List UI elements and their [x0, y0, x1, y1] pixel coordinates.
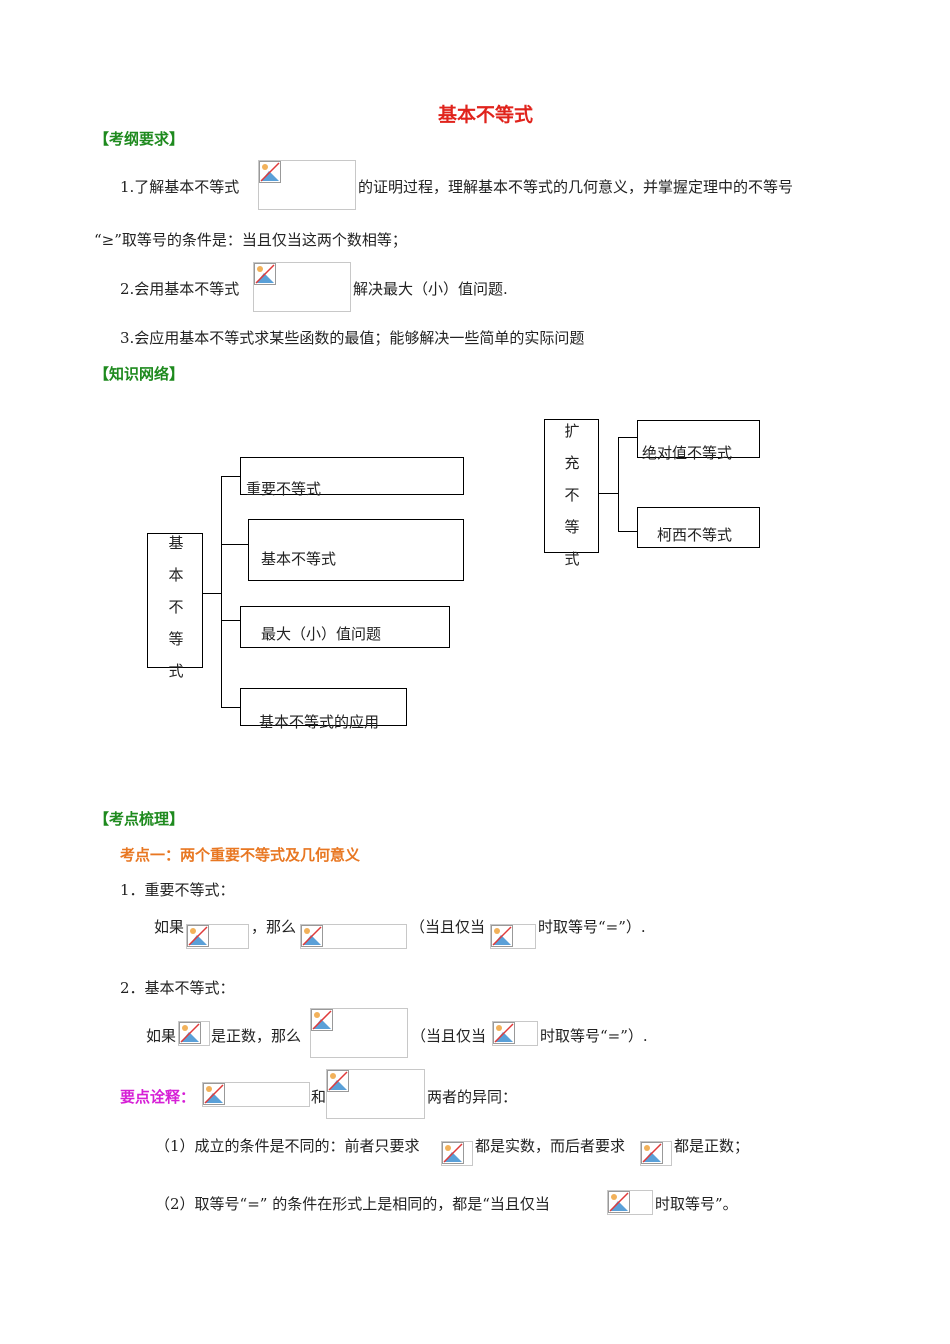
kp1-l1-a: 如果: [154, 918, 185, 936]
notes-and: 和: [311, 1088, 327, 1106]
connector: [221, 707, 240, 708]
formula-image-icon: [492, 1021, 538, 1046]
notes-n2-a: （2）取等号“=” 的条件在形式上是相同的，都是“当且仅当: [155, 1195, 550, 1213]
extension-char: 式: [564, 550, 580, 568]
section-network: 【知识网络】: [94, 365, 185, 383]
req-item2-b: 解决最大（小）值问题.: [353, 280, 508, 298]
req-item2-a: 2.会用基本不等式: [120, 280, 240, 298]
extension-branch-box: [637, 420, 760, 458]
kp1-l2-c: （当且仅当: [411, 1027, 487, 1045]
root-char: 本: [168, 566, 184, 584]
section-points: 【考点梳理】: [94, 810, 185, 828]
extension-char: 不: [564, 486, 580, 504]
formula-image-icon: [441, 1141, 473, 1166]
formula-image-icon: [258, 160, 356, 210]
notes-label: 要点诠释：: [120, 1088, 196, 1106]
kp1-sub1: 1．重要不等式：: [120, 881, 235, 899]
root-char: 基: [168, 534, 184, 552]
formula-image-icon: [310, 1008, 408, 1058]
kp1-l2-a: 如果: [146, 1027, 177, 1045]
branch-label: 重要不等式: [246, 480, 322, 498]
connector: [203, 593, 221, 594]
kp1-l1-c: （当且仅当: [410, 918, 486, 936]
kp1-sub2: 2．基本不等式：: [120, 979, 235, 997]
connector: [618, 437, 619, 532]
formula-image-icon: [300, 924, 407, 949]
req-item1-c: “≥”取等号的条件是：当且仅当这两个数相等；: [94, 231, 407, 249]
notes-n2-b: 时取等号”。: [655, 1195, 738, 1213]
notes-n1-c: 都是正数；: [674, 1137, 750, 1155]
kp1-l2-b: 是正数，那么: [211, 1027, 302, 1045]
branch-box: [240, 606, 450, 648]
extension-branch-label: 柯西不等式: [657, 526, 733, 544]
formula-image-icon: [253, 262, 351, 312]
branch-label: 基本不等式的应用: [259, 713, 380, 731]
connector: [599, 493, 618, 494]
formula-image-icon: [326, 1069, 425, 1119]
kp1-l1-d: 时取等号“=”）.: [538, 918, 646, 936]
req-item3: 3.会应用基本不等式求某些函数的最值；能够解决一些简单的实际问题: [120, 329, 585, 347]
req-item1-b: 的证明过程，理解基本不等式的几何意义，并掌握定理中的不等号: [358, 178, 794, 196]
extension-char: 扩: [564, 422, 580, 440]
extension-char: 等: [564, 518, 580, 536]
connector: [221, 476, 222, 708]
notes-n1-a: （1）成立的条件是不同的：前者只要求: [155, 1137, 420, 1155]
extension-char: 充: [564, 454, 580, 472]
notes-n1-b: 都是实数，而后者要求: [475, 1137, 626, 1155]
formula-image-icon: [186, 924, 249, 949]
root-char: 式: [168, 662, 184, 680]
req-item1-a: 1.了解基本不等式: [120, 178, 240, 196]
formula-image-icon: [640, 1141, 672, 1166]
branch-label: 最大（小）值问题: [261, 625, 382, 643]
extension-branch-box: [637, 507, 760, 548]
page-title: 基本不等式: [438, 104, 534, 126]
branch-box: [240, 688, 407, 726]
formula-image-icon: [607, 1190, 653, 1215]
branch-box: [248, 519, 464, 581]
kp1-l1-b: ，那么: [251, 918, 297, 936]
kp1-l2-d: 时取等号“=”）.: [540, 1027, 648, 1045]
kp1-heading: 考点一：两个重要不等式及几何意义: [120, 846, 361, 864]
extension-box: [544, 419, 599, 553]
formula-image-icon: [202, 1082, 310, 1107]
root-char: 不: [168, 598, 184, 616]
connector: [618, 437, 637, 438]
connector: [221, 620, 240, 621]
connector: [221, 544, 248, 545]
branch-box: [240, 457, 464, 495]
connector: [618, 531, 637, 532]
root-box: [147, 533, 203, 668]
connector: [221, 476, 240, 477]
extension-branch-label: 绝对值不等式: [642, 444, 733, 462]
branch-label: 基本不等式: [261, 550, 337, 568]
formula-image-icon: [490, 924, 536, 949]
formula-image-icon: [178, 1021, 210, 1046]
root-char: 等: [168, 630, 184, 648]
notes-tail: 两者的异同：: [427, 1088, 518, 1106]
section-requirements: 【考纲要求】: [94, 130, 185, 148]
